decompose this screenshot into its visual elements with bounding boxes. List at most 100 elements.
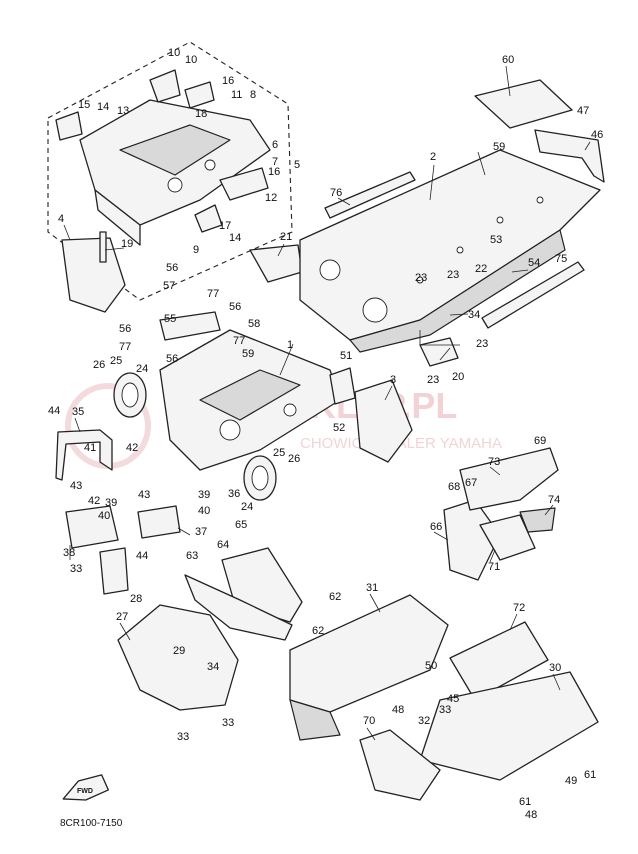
callout-18: 18 xyxy=(195,108,207,120)
callout-77c: 77 xyxy=(233,335,245,347)
callout-37: 37 xyxy=(195,526,207,538)
cover-27 xyxy=(117,604,239,711)
callout-33d: 33 xyxy=(439,704,451,716)
cover-63 xyxy=(184,574,293,641)
callout-46: 46 xyxy=(591,129,603,141)
callout-23a: 23 xyxy=(415,272,427,284)
callout-1: 1 xyxy=(287,339,293,351)
callout-55: 55 xyxy=(164,313,176,325)
leader-lines xyxy=(63,65,591,741)
callout-42b: 42 xyxy=(88,495,100,507)
callout-29: 29 xyxy=(173,645,185,657)
callout-54: 54 xyxy=(528,257,540,269)
callout-40b: 40 xyxy=(98,510,110,522)
callout-74: 74 xyxy=(548,494,560,506)
callout-44b: 44 xyxy=(136,550,148,562)
callout-56b: 56 xyxy=(229,301,241,313)
rod-19 xyxy=(99,231,107,263)
callout-51: 51 xyxy=(340,350,352,362)
callout-62b: 62 xyxy=(312,625,324,637)
main-frame-2 xyxy=(299,149,601,353)
callout-33c: 33 xyxy=(222,717,234,729)
callout-48b: 48 xyxy=(525,809,537,821)
callout-43b: 43 xyxy=(138,489,150,501)
callout-14a: 14 xyxy=(97,101,109,113)
bracket-46 xyxy=(534,129,605,183)
callout-63: 63 xyxy=(186,550,198,562)
callout-24b: 24 xyxy=(241,501,253,513)
callout-48a: 48 xyxy=(392,704,404,716)
cover-72 xyxy=(449,621,549,701)
callout-77a: 77 xyxy=(207,288,219,300)
callout-47: 47 xyxy=(577,105,589,117)
callout-3: 3 xyxy=(390,374,396,386)
handle-35 xyxy=(55,429,113,481)
callout-16a: 16 xyxy=(222,75,234,87)
callout-5: 5 xyxy=(294,159,300,171)
callout-15: 15 xyxy=(78,99,90,111)
callout-42a: 42 xyxy=(126,442,138,454)
callout-41: 41 xyxy=(84,442,96,454)
bracket-21 xyxy=(249,244,303,283)
strip-76 xyxy=(324,171,416,219)
callout-40a: 40 xyxy=(198,505,210,517)
callout-17: 17 xyxy=(219,220,231,232)
callout-38: 38 xyxy=(63,547,75,559)
callout-65: 65 xyxy=(235,519,247,531)
bracket-20 xyxy=(419,337,459,367)
callout-71: 71 xyxy=(488,561,500,573)
callout-19: 19 xyxy=(121,238,133,250)
callout-16b: 16 xyxy=(268,166,280,178)
callout-23c: 23 xyxy=(476,338,488,350)
bracket-28 xyxy=(99,547,129,595)
cover-70 xyxy=(359,729,441,801)
front-frame-subassembly xyxy=(55,69,271,246)
callout-50: 50 xyxy=(425,660,437,672)
callout-43a: 43 xyxy=(70,480,82,492)
callout-35: 35 xyxy=(72,406,84,418)
callout-11: 11 xyxy=(231,89,242,101)
callout-32: 32 xyxy=(418,715,430,727)
callout-10b: 10 xyxy=(185,54,197,66)
cover-30 xyxy=(419,671,599,781)
callout-10a: 10 xyxy=(168,47,180,59)
callout-72: 72 xyxy=(513,602,525,614)
callout-30: 30 xyxy=(549,662,561,674)
callout-8: 8 xyxy=(250,89,256,101)
callout-34b: 34 xyxy=(207,661,219,673)
callout-14b: 14 xyxy=(229,232,241,244)
callout-26b: 26 xyxy=(288,453,300,465)
callout-33b: 33 xyxy=(177,731,189,743)
callout-6: 6 xyxy=(272,139,278,151)
callouts: 1 2 3 4 5 6 7 8 9 10 10 11 12 13 14 14 1… xyxy=(48,47,603,821)
callout-13: 13 xyxy=(117,105,129,117)
callout-76: 76 xyxy=(330,187,342,199)
cover-71 xyxy=(479,514,536,561)
plate-60 xyxy=(474,79,573,129)
callout-7: 7 xyxy=(272,156,278,168)
callout-36: 36 xyxy=(228,488,240,500)
callout-39b: 39 xyxy=(105,497,117,509)
callout-75: 75 xyxy=(555,253,567,265)
callout-21: 21 xyxy=(280,231,292,243)
callout-31: 31 xyxy=(366,582,378,594)
callout-56a: 56 xyxy=(166,262,178,274)
callout-52: 52 xyxy=(333,422,345,434)
callout-22: 22 xyxy=(475,263,487,275)
callout-68: 68 xyxy=(448,481,460,493)
callout-57: 57 xyxy=(163,280,175,292)
callout-2: 2 xyxy=(430,151,436,163)
callout-12: 12 xyxy=(265,192,277,204)
callout-62a: 62 xyxy=(329,591,341,603)
assembly-box-5 xyxy=(47,41,293,301)
bracket-37 xyxy=(137,505,181,539)
callout-70: 70 xyxy=(363,715,375,727)
callout-25a: 25 xyxy=(110,355,122,367)
callout-44a: 44 xyxy=(48,405,60,417)
cover-73 xyxy=(459,447,559,511)
callout-33a: 33 xyxy=(70,563,82,575)
bracket-52 xyxy=(329,367,356,405)
callout-61a: 61 xyxy=(519,796,531,808)
callout-20: 20 xyxy=(452,371,464,383)
callout-24a: 24 xyxy=(136,363,148,375)
